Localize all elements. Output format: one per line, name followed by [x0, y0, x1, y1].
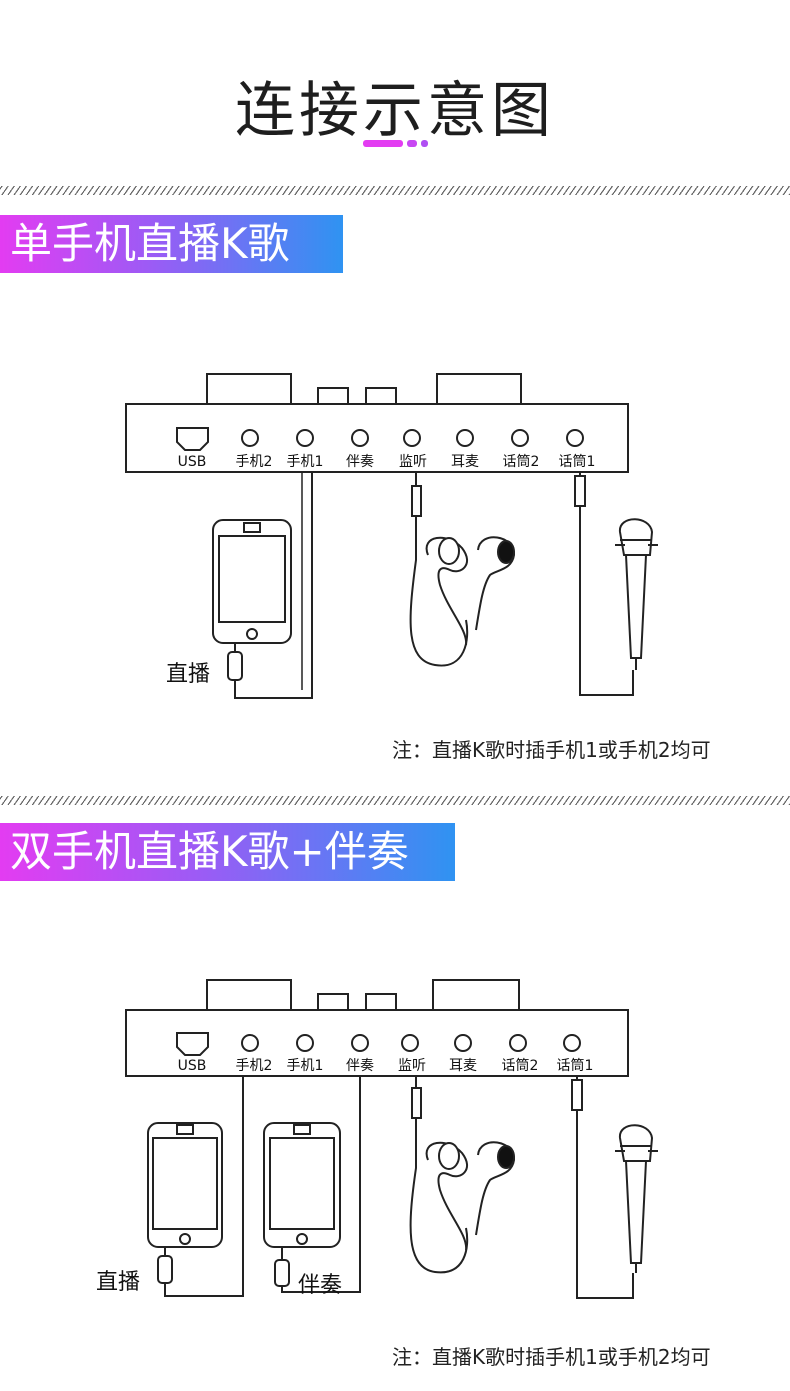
port-monitor — [401, 1034, 419, 1052]
port-label-mic2: 话筒2 — [502, 1057, 539, 1074]
port-label-headset: 耳麦 — [451, 454, 479, 470]
divider-stripe — [0, 186, 790, 195]
port-label-phone1: 手机1 — [287, 454, 324, 470]
microphone-icon — [615, 1124, 658, 1273]
port-phone2 — [241, 1034, 259, 1052]
port-headset — [456, 429, 474, 447]
port-label-monitor: 监听 — [398, 1058, 426, 1074]
section2-note: 注：直播K歌时插手机1或手机2均可 — [392, 1345, 711, 1369]
phone-accompany-icon — [263, 1122, 341, 1248]
mic-cable — [579, 506, 634, 696]
phone-plug — [227, 651, 243, 681]
port-label-monitor: 监听 — [399, 454, 427, 470]
port-phone2 — [241, 429, 259, 447]
port-label-phone1: 手机1 — [287, 1058, 324, 1074]
divider-stripe — [0, 796, 790, 805]
port-phone1 — [296, 429, 314, 447]
port-label-phone2: 手机2 — [236, 454, 273, 470]
port-headset — [454, 1034, 472, 1052]
section2-banner: 双手机直播K歌+伴奏 — [0, 823, 455, 881]
usb-port-icon — [176, 1032, 209, 1056]
port-label-accompany: 伴奏 — [346, 1058, 374, 1074]
port-label-phone2: 手机2 — [236, 1058, 273, 1074]
phone-live-icon — [147, 1122, 223, 1248]
port-accompany — [351, 429, 369, 447]
section1-diagram: USB 手机2 手机1 伴奏 监听 耳麦 话筒2 话筒1 直播 — [125, 373, 658, 699]
sound-card-body — [125, 1009, 629, 1077]
usb-port-icon — [176, 427, 209, 451]
port-mic2 — [509, 1034, 527, 1052]
port-phone1 — [296, 1034, 314, 1052]
mic-plug — [574, 475, 586, 507]
phone-live-label: 直播 — [96, 1270, 140, 1295]
sound-card-body — [125, 403, 629, 473]
earphone-plug — [411, 485, 422, 517]
earphones-icon — [425, 536, 516, 646]
section1-banner: 单手机直播K歌 — [0, 215, 343, 273]
port-mic2 — [511, 429, 529, 447]
port-mic1 — [566, 429, 584, 447]
port-label-mic2: 话筒2 — [503, 453, 540, 470]
port-label-usb: USB — [178, 1058, 207, 1074]
device-top-button — [317, 387, 349, 405]
device-top-button — [365, 387, 397, 405]
title-underline — [363, 140, 428, 147]
phone-label: 直播 — [166, 662, 210, 687]
port-label-mic1: 话筒1 — [557, 1057, 594, 1074]
port-label-headset: 耳麦 — [449, 1058, 477, 1074]
port-monitor — [403, 429, 421, 447]
earphones-icon — [425, 1141, 516, 1251]
section1-note: 注：直播K歌时插手机1或手机2均可 — [392, 738, 711, 762]
port-label-usb: USB — [178, 454, 207, 470]
port-label-mic1: 话筒1 — [559, 453, 596, 470]
phone-accompany-cable — [281, 1076, 361, 1293]
phone-accompany-label: 伴奏 — [298, 1273, 342, 1298]
port-accompany — [351, 1034, 369, 1052]
microphone-icon — [615, 518, 658, 670]
port-label-accompany: 伴奏 — [346, 454, 374, 470]
section2-diagram: USB 手机2 手机1 伴奏 监听 耳麦 话筒2 话筒1 直播 伴奏 — [96, 979, 658, 1299]
phone-icon — [212, 519, 292, 644]
port-mic1 — [563, 1034, 581, 1052]
phone-cable — [234, 472, 313, 699]
page-title: 连接示意图 — [235, 76, 555, 146]
phone-live-cable — [164, 1076, 244, 1297]
device-top-block — [206, 373, 292, 405]
device-top-block — [436, 373, 522, 405]
